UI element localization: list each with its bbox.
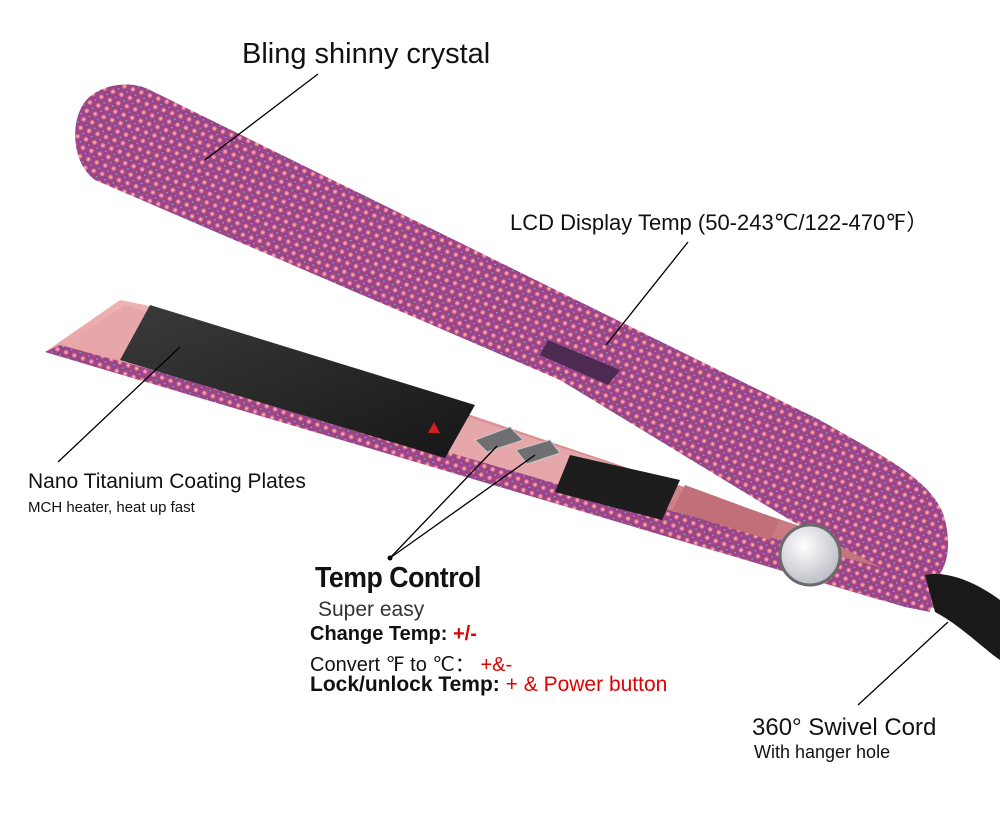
lock-value: + & Power button [505, 673, 668, 696]
lcd-display-window [540, 340, 620, 385]
lcd-window [555, 455, 680, 520]
titanium-plate [120, 305, 475, 458]
lock-label: Lock/unlock Temp: [310, 673, 506, 696]
lcd-display-label: LCD Display Temp (50-243℃/122-470℉） [510, 210, 929, 235]
warning-triangle-icon [428, 422, 440, 433]
swivel-cord [925, 574, 1000, 660]
mch-heater-label: MCH heater, heat up fast [28, 499, 195, 516]
nano-titanium-label: Nano Titanium Coating Plates [28, 470, 306, 493]
change-temp-row: Change Temp: +/- [310, 623, 477, 646]
lock-row: Lock/unlock Temp: + & Power button [310, 673, 667, 697]
callout-nano [57, 346, 181, 463]
bling-crystal-label: Bling shinny crystal [242, 38, 491, 70]
callout-lines [57, 73, 949, 706]
callout-temp-plus [389, 454, 536, 559]
change-temp-value: +/- [452, 623, 477, 645]
upper-crystal-arm [75, 84, 949, 584]
swivel-dial [778, 523, 842, 587]
callout-temp-minus [389, 445, 498, 559]
callout-lcd [605, 241, 689, 346]
callout-dot [387, 555, 393, 561]
swivel-cord-label: 360° Swivel Cord [752, 714, 937, 741]
convert-value: +&- [480, 654, 513, 676]
lower-crystal-rim [45, 345, 938, 612]
hanger-hole-label: With hanger hole [754, 742, 891, 762]
convert-label: Convert ℉ to ℃： [310, 654, 481, 676]
control-panel [474, 426, 780, 540]
temp-control-title: Temp Control [315, 562, 481, 594]
change-temp-label: Change Temp: [310, 623, 453, 645]
callout-bling [204, 73, 319, 161]
callout-swivel [857, 621, 949, 706]
convert-row: Convert ℉ to ℃： +&- [310, 648, 512, 677]
super-easy-label: Super easy [318, 598, 425, 621]
